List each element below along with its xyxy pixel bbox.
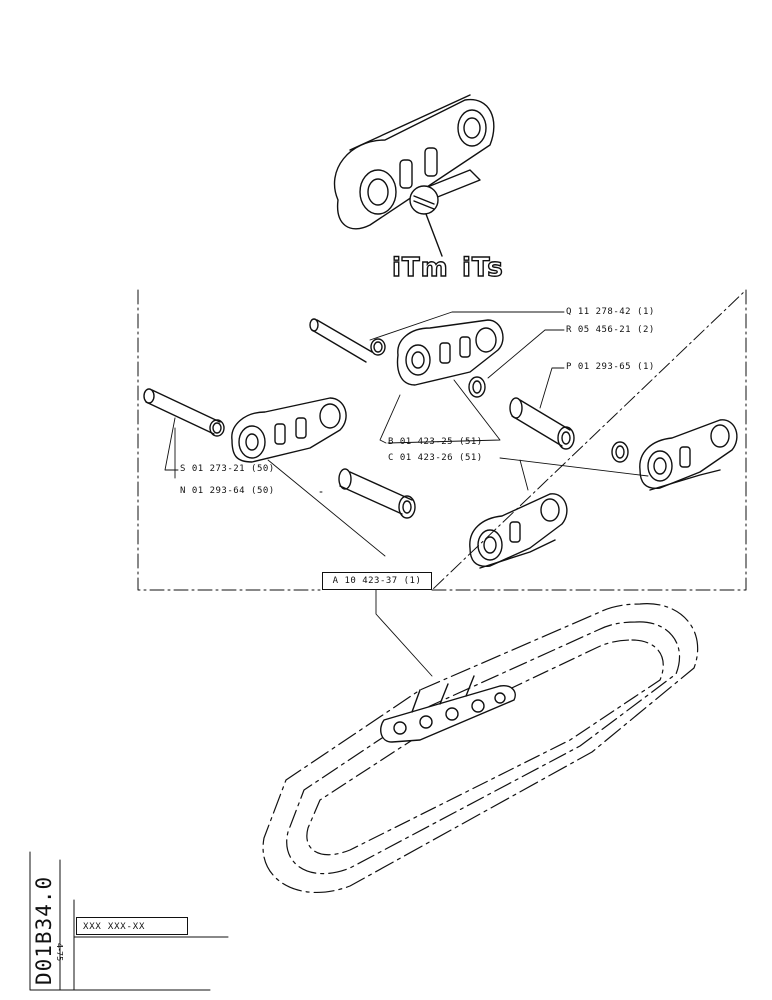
track-chain-segment: [380, 675, 516, 743]
pin-s: [143, 388, 225, 437]
reference-code-box: XXX XXX-XX: [76, 917, 188, 935]
part-label-p: P 01 293-65 (1): [566, 362, 655, 372]
title-block-lines: [29, 851, 229, 991]
part-label-c: C 01 423-26 (51): [388, 453, 483, 463]
exploded-view-frame: [137, 289, 747, 591]
part-label-q: Q 11 278-42 (1): [566, 307, 655, 317]
logo-its: iTs: [461, 253, 504, 283]
bushing-p: [509, 397, 629, 463]
track-loop: [262, 603, 699, 894]
link-right: [639, 419, 738, 491]
part-label-b: B 01 423-25 (51): [388, 437, 483, 447]
bushing-n: [338, 468, 416, 519]
part-label-s: S 01 273-21 (50): [180, 464, 275, 474]
part-label-n: N 01 293-64 (50): [180, 486, 275, 496]
document-code: D01B34.0: [32, 875, 56, 985]
pin-q: [309, 318, 386, 363]
logo-itm: iTm: [391, 253, 449, 283]
ring-r: [468, 376, 486, 398]
link-upper: [396, 319, 504, 386]
link-left: [231, 397, 347, 463]
assembly-label: A 10 423-37 (1): [322, 572, 432, 590]
date-code: 4-75: [55, 943, 64, 962]
part-label-r: R 05 456-21 (2): [566, 325, 655, 335]
leader-lines: [164, 311, 649, 677]
top-link-closeup: [333, 94, 495, 257]
link-lower: [469, 493, 568, 569]
